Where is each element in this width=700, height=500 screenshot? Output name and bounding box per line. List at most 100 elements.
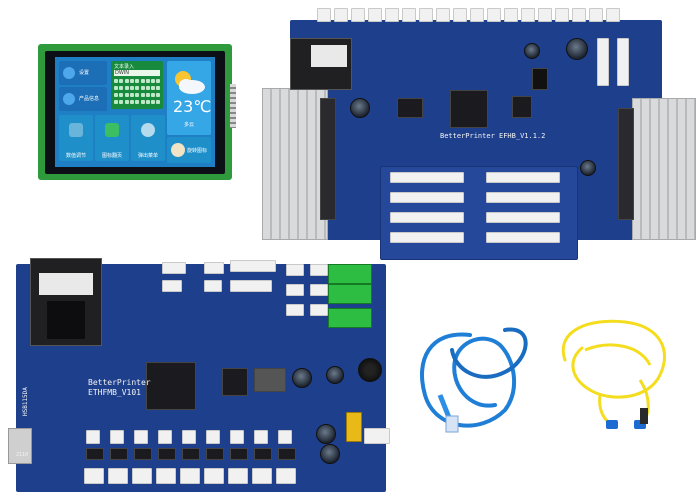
tile-label: 产品信息 — [79, 96, 100, 102]
info-icon — [63, 93, 75, 105]
keyboard-key — [145, 100, 150, 104]
fpga-chip — [450, 90, 488, 128]
rotate-icon — [171, 143, 185, 157]
capacitor — [316, 424, 336, 444]
keyboard-key — [119, 100, 124, 104]
header-connector — [162, 280, 182, 292]
header-connector — [182, 430, 196, 444]
keyboard-key — [129, 93, 134, 97]
header-connector — [504, 8, 518, 22]
main-processor-chip — [146, 362, 196, 410]
keyboard-key — [129, 100, 134, 104]
header-connector — [162, 262, 186, 274]
lcd-screen: 设置 产品信息 文本录入 DWIN 23℃ 多云 — [55, 57, 215, 167]
header-connector — [351, 8, 365, 22]
pages-icon — [105, 123, 119, 137]
keyboard-key — [145, 93, 150, 97]
header-connector — [230, 280, 272, 292]
efhb-board: BetterPrinter EFHB_V1.1.2 — [262, 8, 696, 260]
keyboard-key — [140, 93, 145, 97]
lcd-tile-popup-menu: 弹出菜单 — [131, 115, 165, 161]
fpc-connector — [390, 192, 464, 203]
driver-chip — [230, 448, 248, 460]
keyboard-key — [114, 86, 118, 90]
keyboard-key — [135, 93, 140, 97]
header-connector — [310, 284, 328, 296]
header-connector — [86, 430, 100, 444]
keyboard-key — [156, 86, 161, 90]
header-connector — [402, 8, 416, 22]
header-connector — [278, 430, 292, 444]
lcd-tile-product-info: 产品信息 — [59, 87, 107, 111]
tile-label: 设置 — [79, 70, 90, 76]
header-connector — [310, 264, 328, 276]
menu-icon — [141, 123, 155, 137]
tile-label: 旋转图标 — [187, 148, 208, 154]
lcd-tile-page-flip: 图标翻页 — [95, 115, 129, 161]
keyboard-key — [140, 86, 145, 90]
sliders-icon — [69, 123, 83, 137]
keyboard-key — [129, 79, 134, 83]
header-connector — [310, 304, 328, 316]
tile-label: 数值调节 — [65, 153, 86, 159]
sc-connector — [634, 420, 646, 429]
green-terminal — [328, 308, 372, 328]
header-connector — [487, 8, 501, 22]
rj45-port — [8, 428, 32, 464]
header-connector — [555, 8, 569, 22]
driver-chip — [86, 448, 104, 460]
ethfmb-board: HSB115DA 2110 BetterPrinter ETHFMB_V101 — [8, 256, 392, 496]
header-connector — [470, 8, 484, 22]
ic-chip — [222, 368, 248, 396]
inductor — [254, 368, 286, 392]
keyboard-key — [156, 100, 161, 104]
fpc-connector — [486, 232, 560, 243]
driver-chip — [158, 448, 176, 460]
keyboard-key — [124, 79, 129, 83]
keyboard-key — [124, 100, 129, 104]
chip-label-2: 2110 — [16, 452, 29, 458]
driver-chip — [278, 448, 296, 460]
header-connector — [158, 430, 172, 444]
header-connector — [134, 430, 148, 444]
rj45-plug — [445, 415, 459, 433]
keyboard-key — [119, 86, 124, 90]
header-connector — [538, 8, 552, 22]
green-terminal — [328, 284, 372, 304]
driver-chip — [182, 448, 200, 460]
power-connector — [364, 428, 390, 444]
driver-chip — [110, 448, 128, 460]
ic-chip — [512, 96, 532, 118]
capacitor — [524, 43, 540, 59]
mosfet-row-right — [618, 108, 634, 220]
fpc-connector — [486, 172, 560, 183]
keyboard-input: DWIN — [114, 70, 160, 76]
header-connector — [436, 8, 450, 22]
header-connector — [230, 260, 276, 272]
ethernet-cable — [420, 327, 528, 433]
header-connector — [204, 468, 224, 484]
header-connector — [132, 468, 152, 484]
keyboard-key — [135, 86, 140, 90]
ffc-connector — [597, 38, 609, 86]
keyboard-key — [135, 100, 140, 104]
lcd-tile-settings: 设置 — [59, 61, 107, 85]
fpc-connector — [390, 172, 464, 183]
header-connector — [110, 430, 124, 444]
capacitor — [580, 160, 596, 176]
right-heatsink — [632, 98, 696, 240]
seven-seg-display — [532, 68, 548, 90]
header-connector — [156, 468, 176, 484]
left-heatsink — [262, 88, 328, 240]
keyboard-key — [114, 93, 118, 97]
fpc-connector — [390, 212, 464, 223]
capacitor — [292, 368, 312, 388]
ic-chip — [397, 98, 423, 118]
header-connector — [317, 8, 331, 22]
lcd-tile-value-adjust: 数值调节 — [59, 115, 93, 161]
module-label — [311, 45, 347, 67]
gear-icon — [63, 67, 75, 79]
capacitor — [566, 38, 588, 60]
fiber-module — [30, 258, 102, 346]
header-connector — [180, 468, 200, 484]
